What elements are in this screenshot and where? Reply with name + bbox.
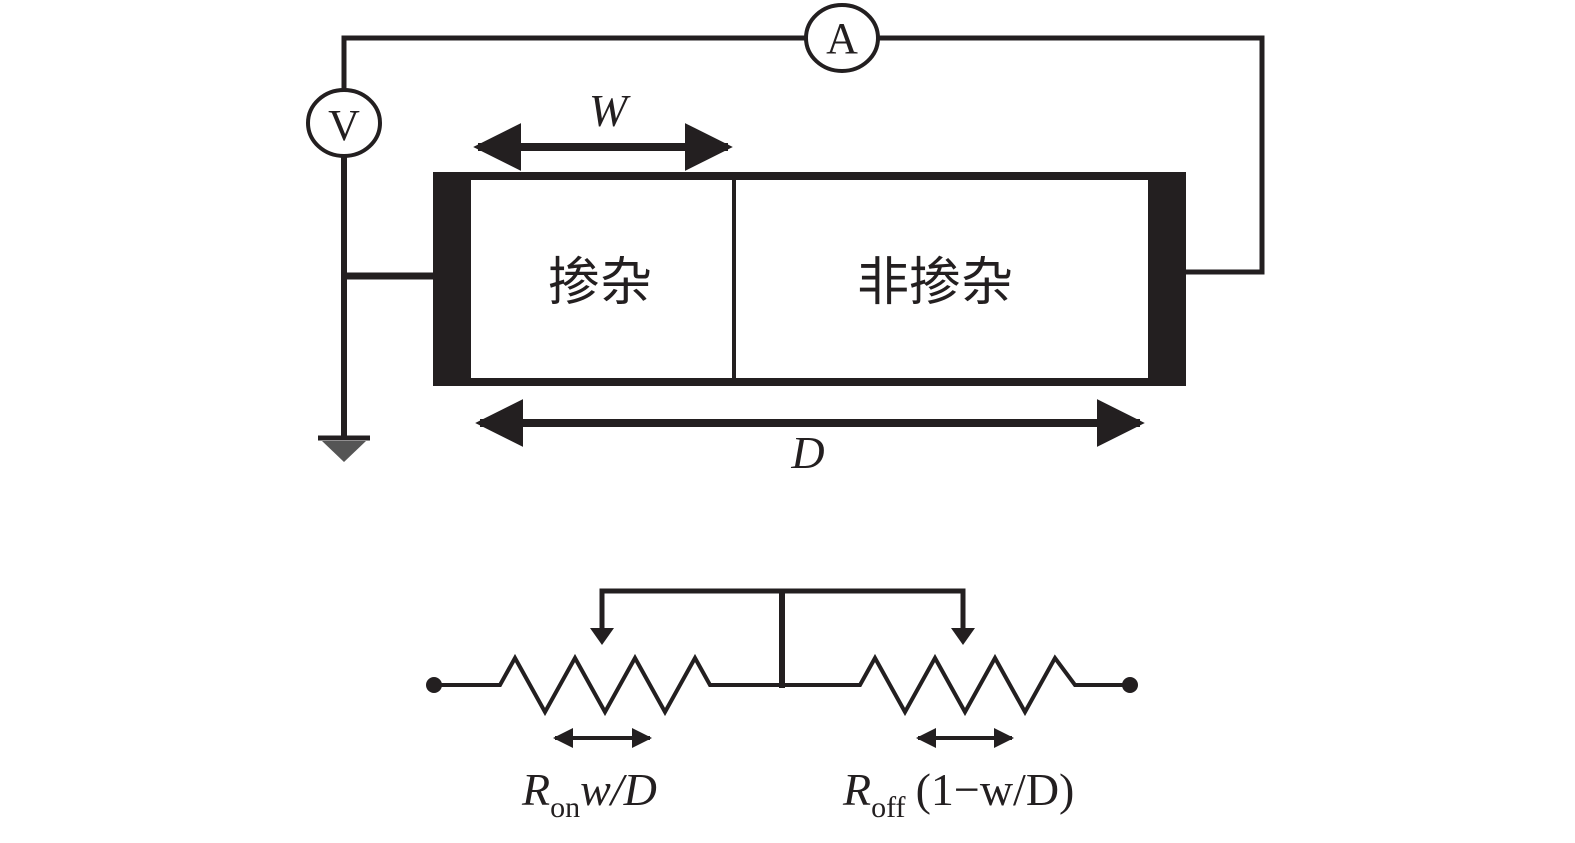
top-right-wire: [878, 35, 1265, 275]
right-wiper-arrow: [951, 628, 975, 645]
left-wiper-arrow: [590, 628, 614, 645]
voltmeter: V: [306, 88, 382, 158]
left-resistor-expression: w/D: [580, 764, 657, 815]
ammeter-label: A: [826, 14, 858, 63]
right-resistor-subscript: off: [871, 791, 905, 824]
length-label: D: [790, 427, 824, 478]
memristor-device: 掺杂 非掺杂: [433, 172, 1186, 386]
left-resistor: [434, 653, 782, 717]
width-label: W: [589, 85, 631, 136]
top-wire: [341, 35, 807, 125]
left-wiper: [599, 588, 782, 630]
right-resistor-label: Roff (1−w/D): [842, 764, 1074, 824]
right-resistor-expression: (1−w/D): [916, 764, 1075, 815]
ammeter: A: [804, 3, 880, 73]
voltmeter-label: V: [328, 101, 360, 150]
doped-region-label: 掺杂: [548, 253, 652, 313]
measurement-circuit: A V 掺杂 非掺杂 W D: [306, 3, 1265, 478]
right-resistor-symbol: R: [842, 764, 871, 815]
left-electrode: [437, 176, 471, 382]
left-resistor-subscript: on: [550, 791, 580, 824]
left-resistor-label: Ronw/D: [521, 764, 657, 824]
equivalent-circuit: Ronw/D Roff (1−w/D): [426, 588, 1138, 824]
right-resistor: [782, 653, 1130, 717]
right-electrode: [1148, 176, 1182, 382]
undoped-region-label: 非掺杂: [857, 253, 1013, 313]
right-wiper: [782, 588, 966, 630]
left-resistor-symbol: R: [521, 764, 550, 815]
ground-icon: [318, 435, 370, 462]
